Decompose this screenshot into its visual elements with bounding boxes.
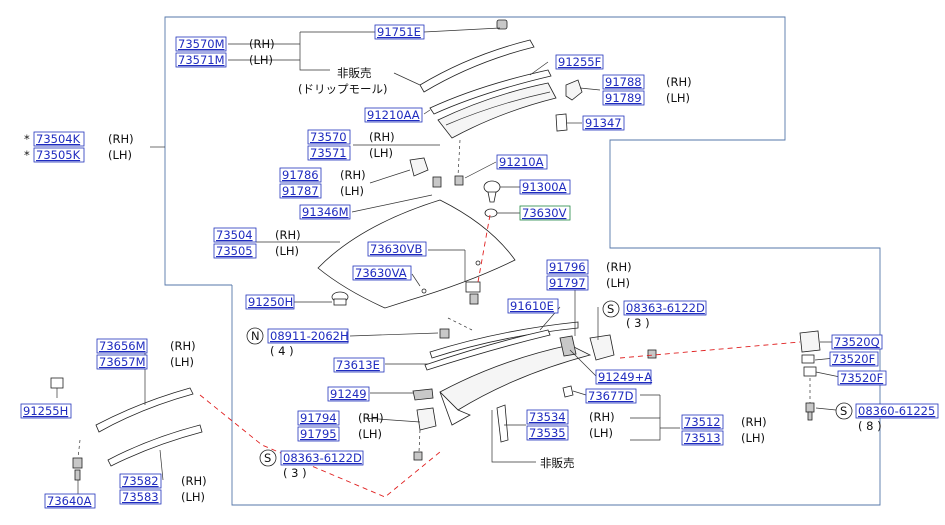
- part-number-91789[interactable]: 91789: [605, 91, 642, 105]
- quantity: ( 3 ): [626, 316, 650, 330]
- part-number-91210AA[interactable]: 91210AA: [367, 108, 420, 122]
- side-lh: (LH): [369, 146, 393, 160]
- side-rh: (RH): [340, 168, 366, 182]
- part-number-73656M[interactable]: 73656M: [99, 339, 146, 353]
- part-number-73582[interactable]: 73582: [122, 474, 159, 488]
- star-mark: *: [24, 148, 30, 162]
- side-lh: (LH): [181, 490, 205, 504]
- side-lh: (LH): [606, 276, 630, 290]
- side-rh: (RH): [170, 339, 196, 353]
- part-number-73571[interactable]: 73571: [310, 146, 347, 160]
- part-number-73640A[interactable]: 73640A: [47, 494, 92, 508]
- part-number-91300A[interactable]: 91300A: [522, 180, 567, 194]
- part-number-73513[interactable]: 73513: [684, 431, 721, 445]
- star-mark: *: [24, 132, 30, 146]
- standard-part-symbol: S: [840, 404, 847, 418]
- drip-molding-note: (ドリップモール): [298, 82, 387, 96]
- part-number-73630VB[interactable]: 73630VB: [370, 242, 422, 256]
- side-lh: (LH): [275, 244, 299, 258]
- part-number-91347[interactable]: 91347: [585, 116, 622, 130]
- part-number-08360-61225[interactable]: 08360-61225: [858, 404, 935, 418]
- part-number-91210A[interactable]: 91210A: [499, 155, 544, 169]
- quantity: ( 3 ): [283, 466, 307, 480]
- dashed-callouts: [77, 139, 811, 498]
- assembly-frame: [150, 16, 881, 506]
- side-rh: (RH): [369, 130, 395, 144]
- callout-labels: * 73504K (RH) * 73505K (LH) 73570M (RH) …: [20, 24, 939, 509]
- part-number-08363-6122D[interactable]: 08363-6122D: [283, 451, 362, 465]
- part-number-91788[interactable]: 91788: [605, 75, 642, 89]
- part-number-91787[interactable]: 91787: [282, 184, 319, 198]
- side-lh: (LH): [666, 91, 690, 105]
- part-number-91751E[interactable]: 91751E: [377, 25, 421, 39]
- side-rh: (RH): [606, 260, 632, 274]
- quantity: ( 4 ): [270, 344, 294, 358]
- part-number-73504[interactable]: 73504: [216, 228, 253, 242]
- not-for-sale-note: 非販売: [540, 456, 575, 470]
- not-for-sale-note: 非販売: [337, 66, 372, 80]
- part-number-73520F[interactable]: 73520F: [840, 371, 883, 385]
- part-number-91794[interactable]: 91794: [300, 411, 337, 425]
- part-number-73504K[interactable]: 73504K: [36, 132, 81, 146]
- side-lh: (LH): [170, 355, 194, 369]
- part-number-73505[interactable]: 73505: [216, 244, 253, 258]
- part-number-73571M[interactable]: 73571M: [178, 53, 225, 67]
- part-number-91346M[interactable]: 91346M: [302, 205, 349, 219]
- side-lh: (LH): [589, 426, 613, 440]
- part-number-73520F[interactable]: 73520F: [832, 352, 875, 366]
- part-number-73505K[interactable]: 73505K: [36, 148, 81, 162]
- nut-symbol: N: [251, 329, 260, 343]
- side-lh: (LH): [340, 184, 364, 198]
- standard-part-symbol: S: [264, 451, 271, 465]
- part-number-73534[interactable]: 73534: [529, 410, 566, 424]
- part-number-73613E[interactable]: 73613E: [336, 358, 380, 372]
- side-rh: (RH): [741, 415, 767, 429]
- part-number-73570M[interactable]: 73570M: [178, 37, 225, 51]
- part-number-08363-6122D[interactable]: 08363-6122D: [626, 301, 705, 315]
- side-rh: (RH): [358, 411, 384, 425]
- part-number-91796[interactable]: 91796: [549, 260, 586, 274]
- side-lh: (LH): [741, 431, 765, 445]
- part-number-73677D[interactable]: 73677D: [588, 389, 634, 403]
- quantity: ( 8 ): [858, 419, 882, 433]
- part-number-73570[interactable]: 73570: [310, 130, 347, 144]
- part-number-91786[interactable]: 91786: [282, 168, 319, 182]
- part-number-91249-plus-a[interactable]: 91249+A: [598, 370, 652, 384]
- part-number-73512[interactable]: 73512: [684, 415, 721, 429]
- part-number-91255F[interactable]: 91255F: [558, 55, 601, 69]
- part-number-91795[interactable]: 91795: [300, 427, 337, 441]
- leader-lines: [56, 27, 841, 496]
- side-rh: (RH): [108, 132, 134, 146]
- part-number-91797[interactable]: 91797: [549, 276, 586, 290]
- part-number-73520Q[interactable]: 73520Q: [834, 335, 880, 349]
- side-rh: (RH): [249, 37, 275, 51]
- part-number-91250H[interactable]: 91250H: [248, 295, 293, 309]
- part-number-73657M[interactable]: 73657M: [99, 355, 146, 369]
- side-rh: (RH): [666, 75, 692, 89]
- side-rh: (RH): [589, 410, 615, 424]
- side-lh: (LH): [358, 427, 382, 441]
- part-number-08911-2062H[interactable]: 08911-2062H: [270, 329, 349, 343]
- side-rh: (RH): [275, 228, 301, 242]
- part-number-73630V[interactable]: 73630V: [522, 206, 567, 220]
- part-number-91249[interactable]: 91249: [330, 387, 367, 401]
- part-number-73535[interactable]: 73535: [529, 426, 566, 440]
- part-number-73583[interactable]: 73583: [122, 490, 159, 504]
- side-lh: (LH): [108, 148, 132, 162]
- standard-part-symbol: S: [607, 302, 614, 316]
- part-number-91255H[interactable]: 91255H: [23, 404, 68, 418]
- part-number-91610E[interactable]: 91610E: [510, 299, 554, 313]
- side-lh: (LH): [249, 53, 273, 67]
- side-rh: (RH): [181, 474, 207, 488]
- part-number-73630VA[interactable]: 73630VA: [355, 266, 407, 280]
